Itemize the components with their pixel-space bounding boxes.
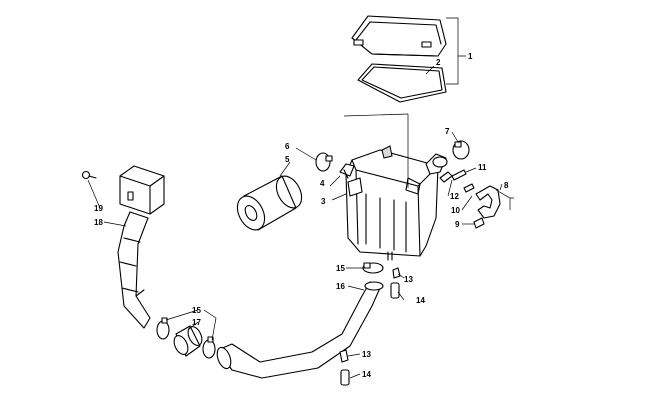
drain-fitting-lower <box>339 349 350 386</box>
breather-clamp <box>452 140 470 160</box>
callout-10: 10 <box>451 206 460 215</box>
leader-lines <box>87 17 514 379</box>
intake-resonator <box>119 165 165 215</box>
callout-16: 16 <box>336 282 345 291</box>
airbox-bracket <box>339 163 355 179</box>
intake-tube <box>216 281 384 379</box>
callout-4: 4 <box>320 179 325 188</box>
callout-1: 1 <box>468 52 473 61</box>
hose-clamp-right <box>202 336 216 359</box>
callout-17: 17 <box>192 318 201 327</box>
callout-3: 3 <box>321 197 326 206</box>
filter-clamp <box>315 152 333 172</box>
callout-9: 9 <box>455 220 460 229</box>
breather-hose <box>475 185 501 219</box>
hose-end <box>473 217 485 229</box>
intake-hose-left <box>117 211 151 329</box>
callout-14-lower: 14 <box>362 370 371 379</box>
callout-13-lower: 13 <box>362 350 371 359</box>
callout-7: 7 <box>445 127 450 136</box>
callouts: 1 2 3 4 5 6 7 8 9 10 11 12 13 13 14 14 1… <box>94 52 509 379</box>
callout-5: 5 <box>285 155 290 164</box>
callout-2: 2 <box>436 58 441 67</box>
callout-14-upper: 14 <box>416 296 425 305</box>
airbox-body <box>345 145 448 261</box>
rubber-coupler <box>173 325 203 357</box>
callout-13-upper: 13 <box>404 275 413 284</box>
callout-15-lower: 15 <box>192 306 201 315</box>
breather-fittings <box>439 169 475 193</box>
air-filter <box>236 175 303 231</box>
callout-19: 19 <box>94 204 103 213</box>
drain-fitting-upper <box>390 267 401 299</box>
callout-6: 6 <box>285 142 290 151</box>
callout-8: 8 <box>504 181 509 190</box>
tube-clamp <box>362 262 384 274</box>
callout-11: 11 <box>478 163 487 172</box>
callout-18: 18 <box>94 218 103 227</box>
screw <box>81 170 97 180</box>
airbox-lid <box>351 15 447 57</box>
callout-15-upper: 15 <box>336 264 345 273</box>
callout-12: 12 <box>450 192 459 201</box>
lid-gasket <box>357 63 447 103</box>
hose-clamp-left <box>156 317 170 340</box>
